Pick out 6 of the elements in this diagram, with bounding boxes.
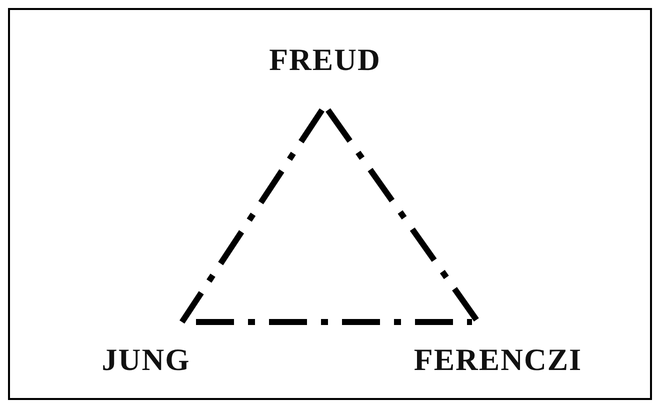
- name-label: FREUD: [269, 44, 381, 75]
- name-label: JUNG: [102, 344, 190, 375]
- name-label: FERENCZI: [414, 344, 582, 375]
- dash-dot-line: [180, 108, 324, 324]
- dash-dot-line: [196, 319, 472, 325]
- dash-dot-line: [326, 108, 480, 324]
